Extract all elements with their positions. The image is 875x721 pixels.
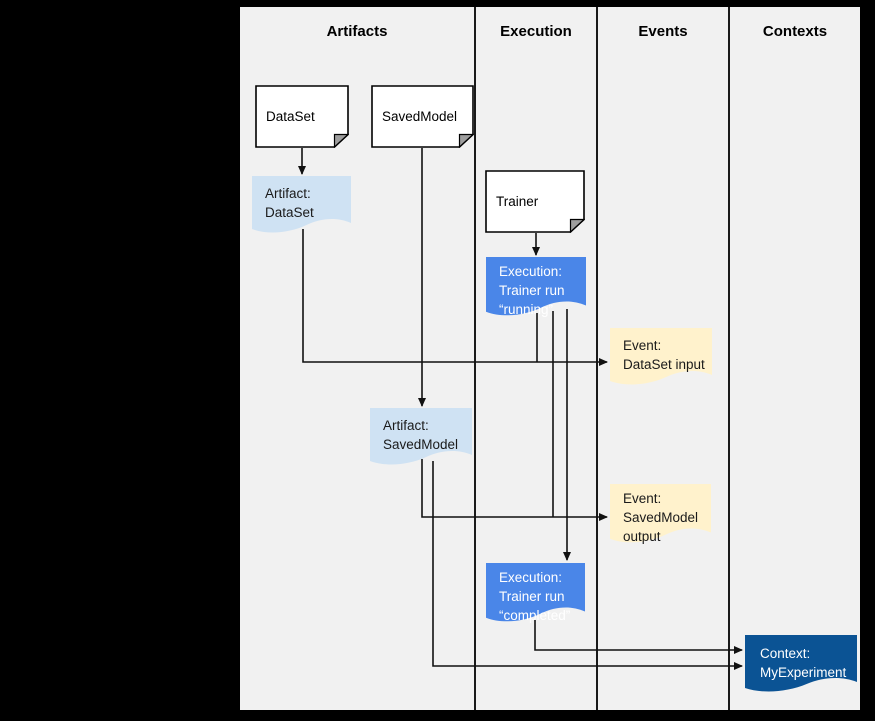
event-savedmodel-output-node: Event: SavedModel output	[610, 484, 711, 548]
wave-shape	[745, 635, 857, 692]
node-line: Trainer run	[499, 283, 565, 298]
swimlane-panel: Artifacts Execution Events Contexts Data…	[240, 7, 860, 710]
execution-completed-node: Execution: Trainer run “completed”	[486, 563, 585, 627]
column-header-execution: Execution	[500, 23, 572, 40]
dataset-doc-label: DataSet	[266, 109, 315, 124]
node-line: Execution:	[499, 264, 563, 279]
artifact-dataset-node: Artifact: DataSet	[252, 176, 351, 238]
document-shape	[255, 85, 349, 148]
node-line: SavedModel	[623, 510, 699, 525]
wave-shape	[252, 176, 351, 233]
document-shape	[371, 85, 474, 148]
event-dataset-input-node: Event: DataSet input	[610, 328, 712, 390]
node-line: Trainer run	[499, 589, 565, 604]
context-myexperiment-node: Context: MyExperiment	[745, 635, 857, 697]
artifact-savedmodel-node: Artifact: SavedModel	[370, 408, 472, 470]
document-shape	[485, 170, 585, 233]
execution-running-node: Execution: Trainer run “running”	[486, 257, 586, 321]
column-divider	[474, 7, 476, 710]
wave-shape	[610, 328, 712, 385]
node-line: “running”	[499, 302, 554, 317]
node-line: Artifact:	[383, 418, 429, 433]
column-header-artifacts: Artifacts	[326, 23, 388, 40]
column-header-contexts: Contexts	[762, 23, 828, 40]
dataset-doc-node: DataSet	[255, 85, 349, 148]
node-line: Artifact:	[265, 186, 311, 201]
node-line: “completed”	[499, 608, 571, 623]
column-divider	[596, 7, 598, 710]
node-line: Execution:	[499, 570, 563, 585]
savedmodel-doc-node: SavedModel	[371, 85, 474, 148]
trainer-doc-label: Trainer	[496, 194, 539, 209]
column-header-events: Events	[638, 23, 688, 40]
node-line: SavedModel	[383, 437, 459, 452]
node-line: DataSet input	[623, 357, 705, 372]
node-line: MyExperiment	[760, 665, 847, 680]
trainer-doc-node: Trainer	[485, 170, 585, 233]
column-divider	[728, 7, 730, 710]
node-line: Context:	[760, 646, 811, 661]
node-line: DataSet	[265, 205, 314, 220]
savedmodel-doc-label: SavedModel	[382, 109, 458, 124]
node-line: Event:	[623, 338, 662, 353]
node-line: Event:	[623, 491, 662, 506]
wave-shape	[370, 408, 472, 465]
node-line: output	[623, 529, 661, 544]
